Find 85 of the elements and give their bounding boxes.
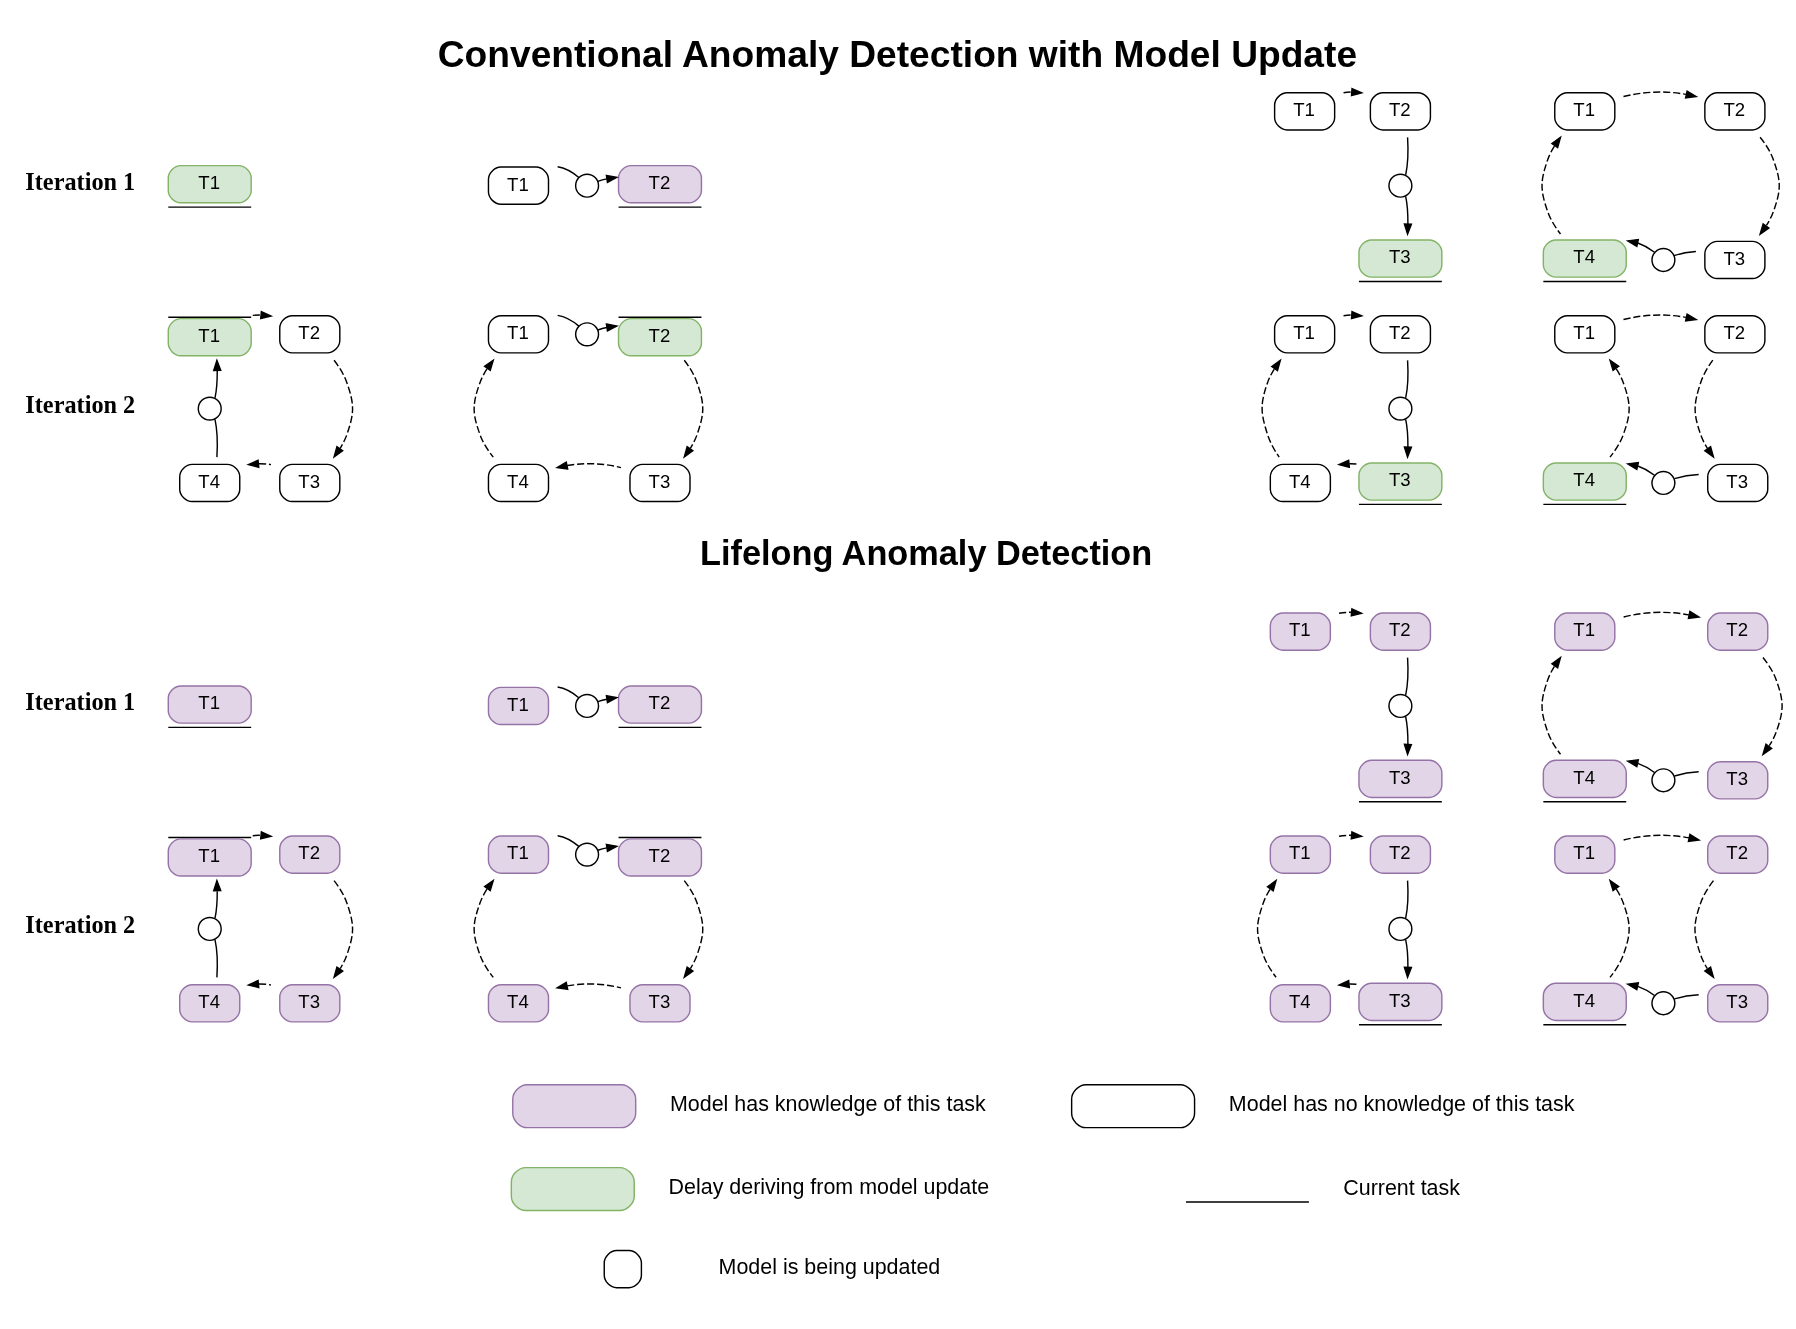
arrow xyxy=(1403,418,1413,460)
arrow xyxy=(597,174,619,184)
node-circle xyxy=(574,322,600,347)
node-circle xyxy=(1388,916,1413,942)
arrow xyxy=(1622,610,1702,620)
arrow xyxy=(246,979,272,989)
connector xyxy=(214,939,218,979)
arrow xyxy=(332,879,354,980)
arrow xyxy=(1694,879,1715,980)
arrow xyxy=(1625,461,1656,476)
arrow xyxy=(473,358,495,458)
arrow xyxy=(597,323,619,333)
arrow xyxy=(1338,607,1364,617)
connector xyxy=(556,686,580,699)
node-circle xyxy=(197,396,222,421)
arrow xyxy=(1342,310,1364,320)
arrow xyxy=(1622,833,1702,843)
legend-label: Current task xyxy=(1343,1175,1460,1200)
arrow xyxy=(1541,135,1562,235)
arrow xyxy=(1758,136,1780,236)
legend-label: Delay deriving from model update xyxy=(668,1175,990,1200)
connector xyxy=(556,314,580,327)
arrow xyxy=(683,359,704,459)
arrow xyxy=(1625,238,1656,253)
arrow xyxy=(1761,656,1783,757)
arrow xyxy=(555,461,622,470)
node-circle xyxy=(1388,396,1413,421)
arrow xyxy=(1625,982,1656,997)
arrow xyxy=(1403,716,1413,757)
arrow xyxy=(1622,89,1699,99)
connector xyxy=(1404,879,1409,919)
arrow xyxy=(1625,759,1656,774)
node-circle xyxy=(1388,173,1413,198)
label: Iteration 2 xyxy=(25,391,136,419)
arrow xyxy=(1336,979,1358,989)
node-circle xyxy=(1388,693,1413,719)
arrow xyxy=(212,358,222,399)
node-circle xyxy=(574,842,600,867)
arrow xyxy=(1403,195,1413,237)
arrow xyxy=(1336,459,1358,469)
arrow xyxy=(212,878,222,919)
connector xyxy=(1673,994,1700,1000)
arrow xyxy=(1622,312,1699,322)
arrow xyxy=(246,459,272,469)
connector xyxy=(556,166,580,179)
arrow xyxy=(473,878,495,979)
connector xyxy=(556,835,580,848)
arrow xyxy=(1338,830,1364,840)
label: Iteration 1 xyxy=(25,168,136,196)
arrow xyxy=(597,694,619,704)
node-circle xyxy=(1651,247,1676,273)
node-circle xyxy=(574,173,600,198)
arrow xyxy=(597,843,619,853)
connector xyxy=(1404,359,1409,399)
label: Lifelong Anomaly Detection xyxy=(700,533,1153,572)
arrow xyxy=(1342,87,1364,97)
connector xyxy=(1404,136,1409,176)
arrow xyxy=(252,830,274,840)
node-circle xyxy=(574,693,600,719)
arrow xyxy=(252,310,274,320)
arrow xyxy=(683,879,704,980)
legend-label: Model is being updated xyxy=(718,1255,941,1280)
connector xyxy=(1673,771,1700,777)
label: Iteration 1 xyxy=(25,688,136,716)
arrow xyxy=(1256,878,1278,978)
arrow xyxy=(555,981,622,991)
diagram-title: Conventional Anomaly Detection with Model Update xyxy=(437,32,1358,75)
arrow xyxy=(1541,655,1562,755)
arrow xyxy=(1403,939,1413,980)
arrow xyxy=(1608,358,1630,458)
arrow xyxy=(1608,878,1630,979)
connector xyxy=(1404,656,1409,696)
arrow xyxy=(1694,359,1715,459)
node-circle xyxy=(1651,470,1676,496)
node-circle xyxy=(1651,991,1676,1016)
label: Iteration 2 xyxy=(25,911,136,939)
connector xyxy=(1673,473,1700,480)
legend-label: Model has no knowledge of this task xyxy=(1228,1092,1575,1117)
node-circle xyxy=(1651,768,1676,793)
connector xyxy=(214,418,218,458)
arrow xyxy=(332,359,354,459)
connector xyxy=(1673,250,1697,257)
legend-label: Model has knowledge of this task xyxy=(669,1092,986,1117)
arrow xyxy=(1261,358,1282,458)
node-circle xyxy=(197,916,222,942)
